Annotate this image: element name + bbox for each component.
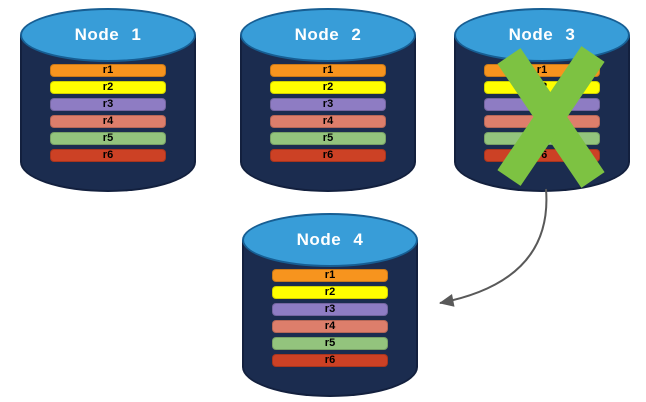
node-2-cylinder: Node 2 r1 r2 r3 r4 r5 r6 <box>240 8 416 192</box>
node-4-cylinder: Node 4 r1 r2 r3 r4 r5 r6 <box>242 213 418 397</box>
replica-bar-r3: r3 <box>50 98 166 111</box>
cylinder-top: Node 3 <box>454 8 630 62</box>
replica-bar-r1: r1 <box>484 64 600 77</box>
replica-list: r1 r2 r3 r4 r5 r6 <box>50 64 166 166</box>
replica-bar-r5: r5 <box>270 132 386 145</box>
replica-bar-r2: r2 <box>270 81 386 94</box>
replica-label: r5 <box>102 132 114 144</box>
replica-bar-r5: r5 <box>484 132 600 145</box>
replica-bar-r1: r1 <box>50 64 166 77</box>
node-3-cylinder-failed: Node 3 r1 r2 r3 r4 r5 r6 <box>454 8 630 192</box>
replica-bar-r3: r3 <box>484 98 600 111</box>
replica-list: r1 r2 r3 r4 r5 r6 <box>484 64 600 166</box>
replica-label: r3 <box>536 98 548 110</box>
replica-label: r6 <box>102 149 114 161</box>
cylinder-top: Node 1 <box>20 8 196 62</box>
node-title: Node 1 <box>74 25 142 44</box>
replica-label: r2 <box>324 286 336 298</box>
replica-label: r5 <box>324 337 336 349</box>
replica-bar-r2: r2 <box>272 286 388 299</box>
replica-bar-r2: r2 <box>50 81 166 94</box>
replica-label: r6 <box>324 354 336 366</box>
replica-label: r5 <box>536 132 548 144</box>
replica-list: r1 r2 r3 r4 r5 r6 <box>270 64 386 166</box>
replica-label: r2 <box>102 81 114 93</box>
replica-bar-r4: r4 <box>272 320 388 333</box>
replica-label: r5 <box>322 132 334 144</box>
replica-bar-r6: r6 <box>270 149 386 162</box>
replica-label: r4 <box>324 320 336 332</box>
transfer-arrow-path <box>439 188 548 307</box>
replica-label: r1 <box>324 269 336 281</box>
replica-label: r1 <box>322 64 334 76</box>
replica-label: r2 <box>322 81 334 93</box>
replica-label: r4 <box>322 115 334 127</box>
node-1-cylinder: Node 1 r1 r2 r3 r4 r5 r6 <box>20 8 196 192</box>
replica-label: r6 <box>322 149 334 161</box>
replica-label: r1 <box>102 64 114 76</box>
replica-list: r1 r2 r3 r4 r5 r6 <box>272 269 388 371</box>
replica-label: r2 <box>536 81 548 93</box>
replica-bar-r4: r4 <box>270 115 386 128</box>
node-title: Node 4 <box>296 230 364 249</box>
replica-bar-r2: r2 <box>484 81 600 94</box>
replica-bar-r3: r3 <box>272 303 388 316</box>
replica-label: r4 <box>536 115 548 127</box>
replica-label: r3 <box>322 98 334 110</box>
replica-bar-r6: r6 <box>484 149 600 162</box>
replica-label: r6 <box>536 149 548 161</box>
replica-bar-r5: r5 <box>272 337 388 350</box>
replica-bar-r1: r1 <box>272 269 388 282</box>
replica-bar-r4: r4 <box>50 115 166 128</box>
replica-label: r1 <box>536 64 548 76</box>
cylinder-top: Node 2 <box>240 8 416 62</box>
replica-bar-r5: r5 <box>50 132 166 145</box>
replica-label: r4 <box>102 115 114 127</box>
replica-bar-r1: r1 <box>270 64 386 77</box>
replica-bar-r3: r3 <box>270 98 386 111</box>
replica-bar-r6: r6 <box>272 354 388 367</box>
node-title: Node 2 <box>294 25 362 44</box>
replica-label: r3 <box>324 303 336 315</box>
replica-label: r3 <box>102 98 114 110</box>
node-title: Node 3 <box>508 25 576 44</box>
cylinder-top: Node 4 <box>242 213 418 267</box>
replica-bar-r4: r4 <box>484 115 600 128</box>
replica-bar-r6: r6 <box>50 149 166 162</box>
